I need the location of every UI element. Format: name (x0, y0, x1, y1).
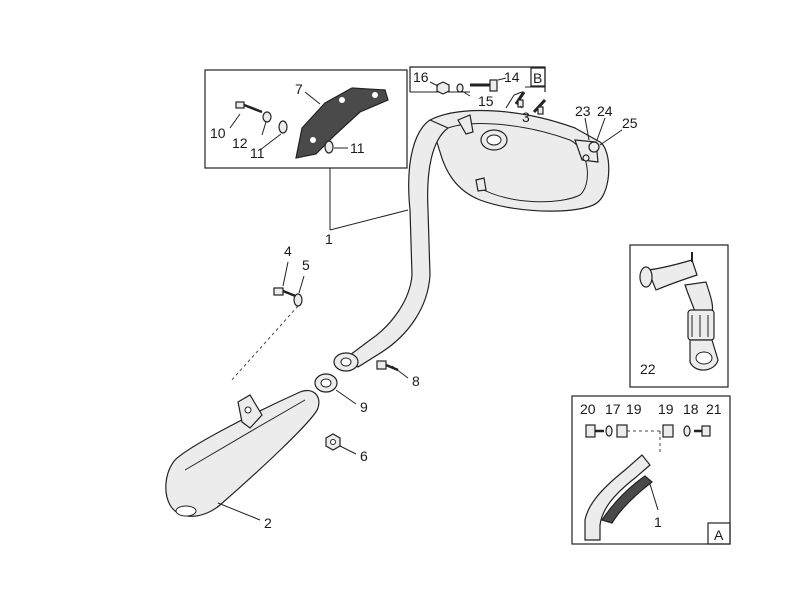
exhaust-header-pipe (333, 110, 610, 372)
callout-19-left: 19 (626, 401, 642, 417)
callout-25: 25 (622, 115, 638, 131)
mounting-inset-b (409, 66, 547, 115)
callout-12: 12 (232, 135, 248, 151)
nut-part (325, 433, 357, 455)
callout-10: 10 (210, 125, 226, 141)
callout-24: 24 (597, 103, 613, 119)
callout-9: 9 (360, 399, 368, 415)
inset-b-tag-frame (530, 67, 546, 87)
callout-22: 22 (640, 361, 656, 377)
inset-b-tag: B (533, 70, 542, 86)
callout-11-left: 11 (250, 145, 265, 161)
callout-3: 3 (522, 109, 530, 125)
screw-part (235, 101, 263, 114)
callout-19-right: 19 (658, 401, 674, 417)
callout-7: 7 (295, 81, 303, 97)
callout-8: 8 (412, 373, 420, 389)
callout-21: 21 (706, 401, 722, 417)
washer-part (605, 425, 613, 437)
gasket-part (314, 373, 357, 405)
callout-4: 4 (284, 243, 292, 259)
bolt-part (514, 91, 547, 115)
spacer-part (616, 424, 628, 438)
callout-5: 5 (302, 257, 310, 273)
callout-20: 20 (580, 401, 596, 417)
heat-shield-inset-frame (204, 69, 408, 169)
bolt-part (694, 425, 711, 437)
nut-part (436, 81, 450, 95)
inset-a-tag: A (714, 527, 724, 543)
washer-part (324, 140, 334, 154)
washer-part (293, 275, 305, 307)
callout-2: 2 (264, 515, 272, 531)
spacer-part (662, 424, 674, 438)
callout-16: 16 (413, 69, 429, 85)
bolt-part (376, 360, 409, 379)
callout-labels: 1 2 3 4 5 6 7 8 9 10 11 11 12 14 15 16 1… (210, 69, 724, 543)
washer-part (262, 111, 272, 123)
callout-15: 15 (478, 93, 494, 109)
callout-1: 1 (325, 231, 333, 247)
bolt-part (470, 79, 498, 92)
washer-part (456, 83, 464, 93)
washer-part (683, 425, 691, 437)
clamp-part (582, 117, 623, 162)
callout-14: 14 (504, 69, 520, 85)
catalyst-inset-frame (629, 244, 729, 388)
bolt-part (585, 424, 604, 438)
silencer-part (165, 389, 320, 521)
callout-23: 23 (575, 103, 591, 119)
washer-part (278, 120, 288, 134)
bolt-part (273, 261, 299, 299)
callout-1-inset: 1 (654, 514, 662, 530)
inset-a-tag-frame (707, 522, 731, 545)
catalyst-inset (629, 244, 729, 388)
inset-a-frame (571, 395, 731, 545)
callout-18: 18 (683, 401, 699, 417)
callout-17: 17 (605, 401, 621, 417)
heat-shield-inset (204, 69, 409, 231)
inset-a (571, 395, 731, 545)
callout-11-right: 11 (350, 140, 365, 156)
callout-6: 6 (360, 448, 368, 464)
